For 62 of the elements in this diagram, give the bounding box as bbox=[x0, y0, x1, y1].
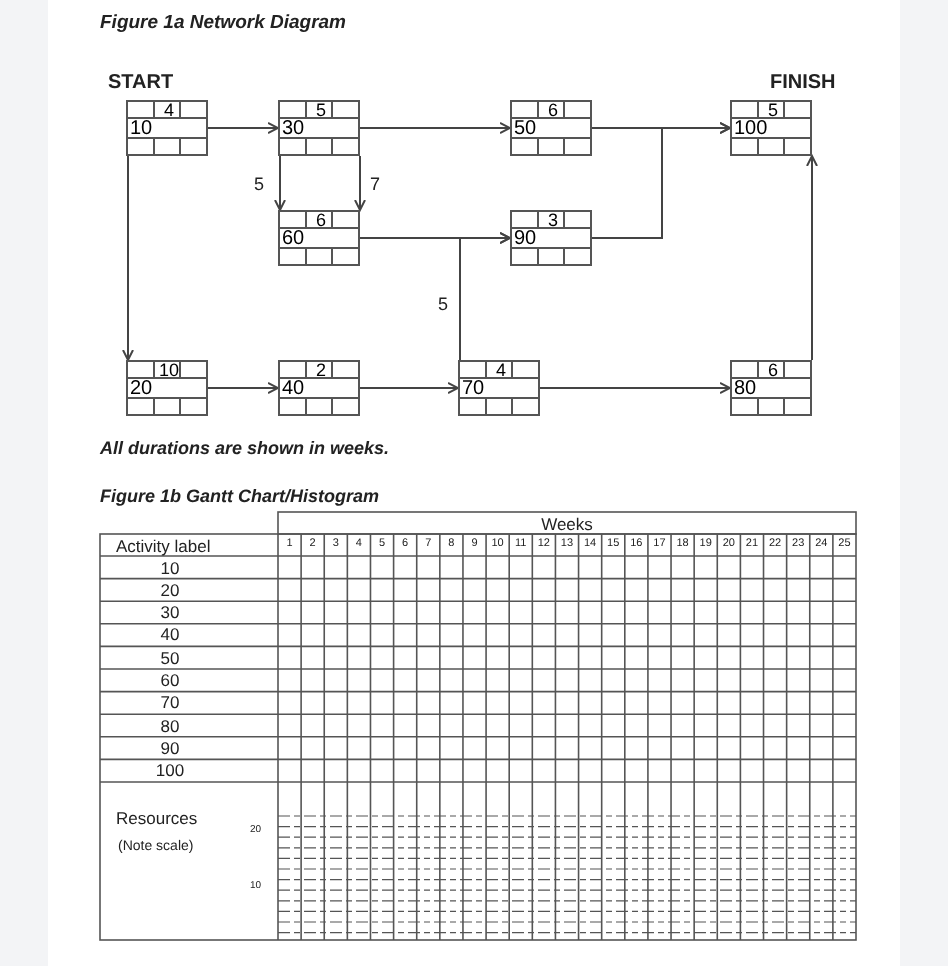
edge-label: 5 bbox=[438, 296, 449, 314]
duration-value: 4 bbox=[493, 362, 508, 380]
activity-box bbox=[278, 210, 360, 266]
activity-label: 80 bbox=[734, 380, 757, 400]
activity-label: 70 bbox=[462, 380, 485, 400]
duration-value: 3 bbox=[545, 212, 560, 230]
figure-title: Figure 1a Network Diagram bbox=[100, 14, 347, 33]
activity-box bbox=[730, 100, 812, 156]
activity-box bbox=[730, 360, 812, 416]
activity-box bbox=[126, 360, 208, 416]
row-label: 60 bbox=[158, 672, 182, 689]
activity-box bbox=[126, 100, 208, 156]
duration-value: 6 bbox=[765, 362, 780, 380]
row-label: 70 bbox=[158, 694, 182, 712]
note-text: All durations are shown in weeks. bbox=[100, 440, 390, 458]
activity-box bbox=[510, 100, 592, 156]
column-header: Weeks bbox=[539, 515, 595, 532]
row-label: 90 bbox=[158, 739, 182, 757]
arrow bbox=[354, 155, 366, 211]
activity-label: 20 bbox=[130, 380, 153, 400]
row-label: 10 bbox=[158, 559, 182, 576]
activity-box bbox=[278, 100, 360, 156]
finish-label: FINISH bbox=[770, 74, 836, 94]
row-label: 50 bbox=[158, 649, 182, 667]
arrow bbox=[274, 155, 286, 211]
arrow bbox=[591, 122, 731, 239]
arrow bbox=[359, 122, 511, 134]
start-label: START bbox=[108, 74, 174, 94]
activity-label: 40 bbox=[282, 380, 305, 400]
activity-box bbox=[510, 210, 592, 266]
arrow bbox=[359, 382, 459, 394]
arrow bbox=[806, 155, 818, 361]
row-label: 20 bbox=[158, 581, 182, 599]
duration-value: 5 bbox=[767, 102, 780, 120]
column-header: Activity label bbox=[116, 538, 211, 555]
arrow bbox=[459, 232, 511, 361]
row-label: 40 bbox=[158, 626, 182, 644]
activity-label: 100 bbox=[734, 120, 768, 140]
activity-label: 60 bbox=[282, 230, 305, 250]
edge-label: 7 bbox=[370, 176, 381, 194]
figure-title: Figure 1b Gantt Chart/Histogram bbox=[100, 488, 380, 506]
activity-label: 90 bbox=[514, 230, 537, 250]
arrow bbox=[207, 382, 279, 394]
duration-value: 6 bbox=[545, 102, 560, 120]
duration-value: 6 bbox=[313, 212, 328, 230]
activity-label: 50 bbox=[514, 120, 537, 140]
duration-value: 10 bbox=[156, 362, 181, 380]
duration-value: 4 bbox=[161, 102, 176, 120]
axis-label: Resources bbox=[116, 810, 198, 827]
row-label: 80 bbox=[158, 717, 182, 735]
edge-label: 5 bbox=[254, 176, 265, 194]
arrow bbox=[207, 122, 279, 134]
duration-value: 5 bbox=[313, 102, 328, 120]
activity-label: 10 bbox=[130, 120, 153, 140]
duration-value: 2 bbox=[313, 362, 328, 380]
row-label: 100 bbox=[153, 762, 187, 780]
arrow bbox=[122, 155, 134, 361]
activity-box bbox=[458, 360, 540, 416]
row-label: 30 bbox=[158, 604, 182, 622]
arrow bbox=[539, 382, 731, 394]
activity-box bbox=[278, 360, 360, 416]
activity-label: 30 bbox=[282, 120, 305, 140]
